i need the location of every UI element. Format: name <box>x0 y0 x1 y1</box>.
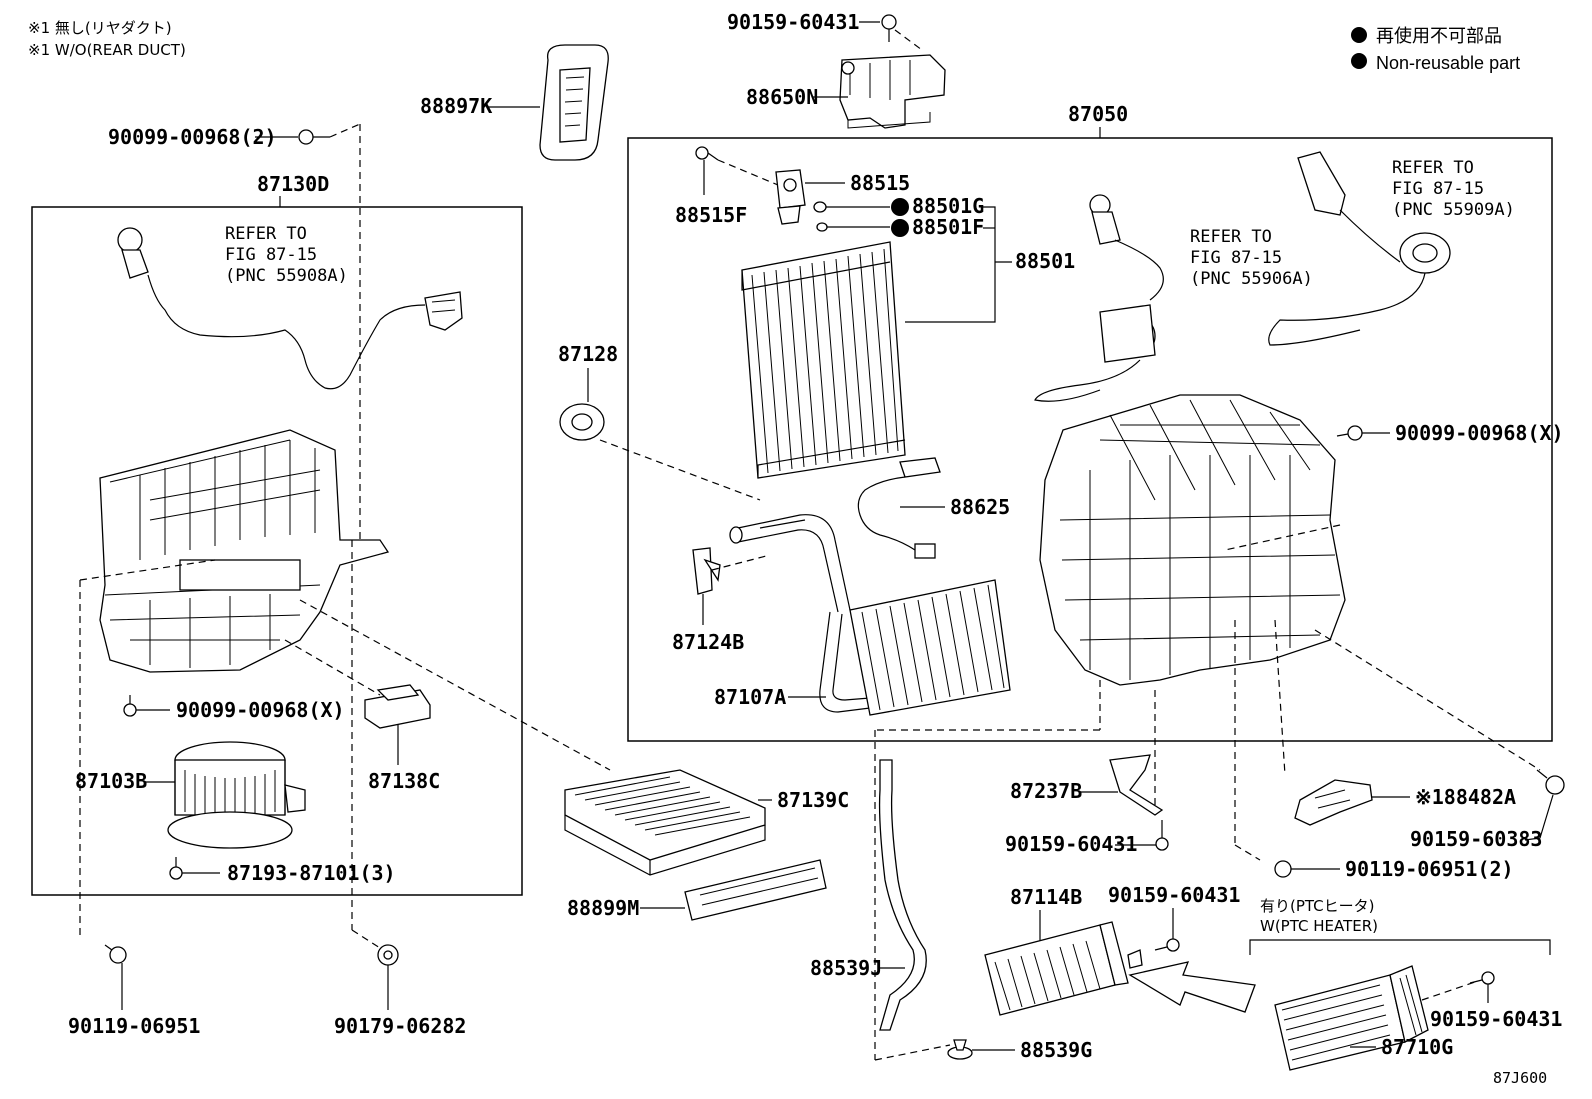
arrow-icon <box>1128 961 1256 1013</box>
label-90099-00968-x-right: 90099-00968(X) <box>1395 421 1564 445</box>
expansion-valve-88515 <box>775 169 806 225</box>
label-90159-60431-lower: 90159-60431 <box>1108 883 1240 907</box>
hvac-case <box>1039 394 1346 686</box>
refer-to-right-2: FIG 87-15 <box>1392 179 1484 199</box>
label-88515f: 88515F <box>675 203 747 227</box>
refer-to-mid-2: FIG 87-15 <box>1190 248 1282 268</box>
ptc-label-en: W(PTC HEATER) <box>1260 917 1378 935</box>
note-line-en: ※1 W/O(REAR DUCT) <box>28 41 186 59</box>
screw-icon <box>298 129 330 145</box>
bolt-icon <box>1274 860 1292 878</box>
bolt-icon <box>104 944 127 964</box>
label-88501f: 88501F <box>912 215 984 239</box>
note-line-jp: ※1 無し(リヤダクト) <box>28 19 172 37</box>
screw-icon <box>1155 820 1169 851</box>
clamp-87124b <box>692 547 721 595</box>
label-88539j: 88539J <box>810 956 882 980</box>
label-90119-06951-2: 90119-06951(2) <box>1345 857 1514 881</box>
label-88899m: 88899M <box>567 896 639 920</box>
refer-to-left-2: FIG 87-15 <box>225 245 317 265</box>
ptc-label-jp: 有り(PTCヒータ) <box>1260 897 1375 915</box>
o-ring-icon <box>816 222 828 232</box>
evaporator-88501 <box>741 241 906 479</box>
refer-to-right-3: (PNC 55909A) <box>1392 200 1515 220</box>
screw-icon <box>169 857 183 880</box>
blower-housing <box>99 429 390 673</box>
non-reusable-dot-icon <box>1351 27 1367 43</box>
bolt-icon <box>881 14 897 42</box>
bracket-88650n <box>839 54 946 129</box>
non-reusable-dot-icon <box>891 219 909 237</box>
blower-resistor-87138c <box>364 684 431 729</box>
label-87124b: 87124B <box>672 630 744 654</box>
label-88625: 88625 <box>950 495 1010 519</box>
refer-to-right-1: REFER TO <box>1392 158 1474 178</box>
non-reusable-dot-icon <box>891 198 909 216</box>
screw-icon <box>123 695 137 717</box>
heater-core-87107a <box>729 514 1011 716</box>
air-conditioning-unit-box <box>627 137 1553 742</box>
label-88482a: ※188482A <box>1415 785 1516 809</box>
label-87193-87101-3: 87193-87101(3) <box>227 861 396 885</box>
label-87114b: 87114B <box>1010 885 1082 909</box>
screw-icon <box>1154 938 1180 952</box>
drain-hose-88539j <box>878 759 927 1031</box>
label-87710g: 87710G <box>1381 1035 1453 1059</box>
legend-en: Non-reusable part <box>1376 53 1520 73</box>
air-filter-87139c <box>564 769 766 876</box>
bolt-icon <box>1536 769 1565 795</box>
clip-88539g <box>947 1039 973 1060</box>
label-87128: 87128 <box>558 342 618 366</box>
bolt-88515f <box>695 146 719 161</box>
screw-icon <box>1336 425 1363 441</box>
label-87107a: 87107A <box>714 685 786 709</box>
label-90099-00968-2: 90099-00968(2) <box>108 125 277 149</box>
wire-harness-mid <box>1034 194 1164 402</box>
screw-icon <box>1469 971 1495 985</box>
label-87139c: 87139C <box>777 788 849 812</box>
refer-to-left-1: REFER TO <box>225 224 307 244</box>
label-88515: 88515 <box>850 171 910 195</box>
label-87130d: 87130D <box>257 172 329 196</box>
ptc-heater-87114b <box>984 921 1143 1016</box>
label-90159-60431-ptc: 90159-60431 <box>1430 1007 1562 1031</box>
refer-to-mid-1: REFER TO <box>1190 227 1272 247</box>
o-ring-icon <box>813 201 827 213</box>
label-87050: 87050 <box>1068 102 1128 126</box>
label-88897k: 88897K <box>420 94 492 118</box>
wire-harness-left <box>117 227 463 390</box>
label-90099-00968-x-left: 90099-00968(X) <box>176 698 345 722</box>
label-90119-06951: 90119-06951 <box>68 1014 200 1038</box>
non-reusable-dot-icon <box>1351 53 1367 69</box>
figure-code: 87J600 <box>1493 1069 1547 1087</box>
blower-assembly-box <box>31 206 523 896</box>
refer-to-left-3: (PNC 55908A) <box>225 266 348 286</box>
label-90159-60383: 90159-60383 <box>1410 827 1542 851</box>
sensor-88625 <box>857 457 941 559</box>
label-87237b: 87237B <box>1010 779 1082 803</box>
bracket-87237b <box>1109 754 1164 816</box>
label-87103b: 87103B <box>75 769 147 793</box>
label-88501g: 88501G <box>912 194 984 218</box>
label-88501: 88501 <box>1015 249 1075 273</box>
duct-88897k <box>539 44 609 161</box>
refer-to-mid-3: (PNC 55906A) <box>1190 269 1313 289</box>
panel-88899m <box>684 859 827 921</box>
legend-jp: 再使用不可部品 <box>1376 26 1502 46</box>
label-87138c: 87138C <box>368 769 440 793</box>
seal-87128 <box>559 403 605 441</box>
blower-motor-87103b <box>167 741 306 849</box>
label-90159-60431-mid: 90159-60431 <box>1005 832 1137 856</box>
bracket-88482a <box>1294 779 1373 826</box>
label-88650n: 88650N <box>746 85 818 109</box>
label-90159-60431: 90159-60431 <box>727 10 859 34</box>
label-88539g: 88539G <box>1020 1038 1092 1062</box>
clip-icon <box>377 944 399 966</box>
label-90179-06282: 90179-06282 <box>334 1014 466 1038</box>
wire-harness-right <box>1268 151 1451 346</box>
ptc-heater-87710g <box>1274 965 1429 1071</box>
